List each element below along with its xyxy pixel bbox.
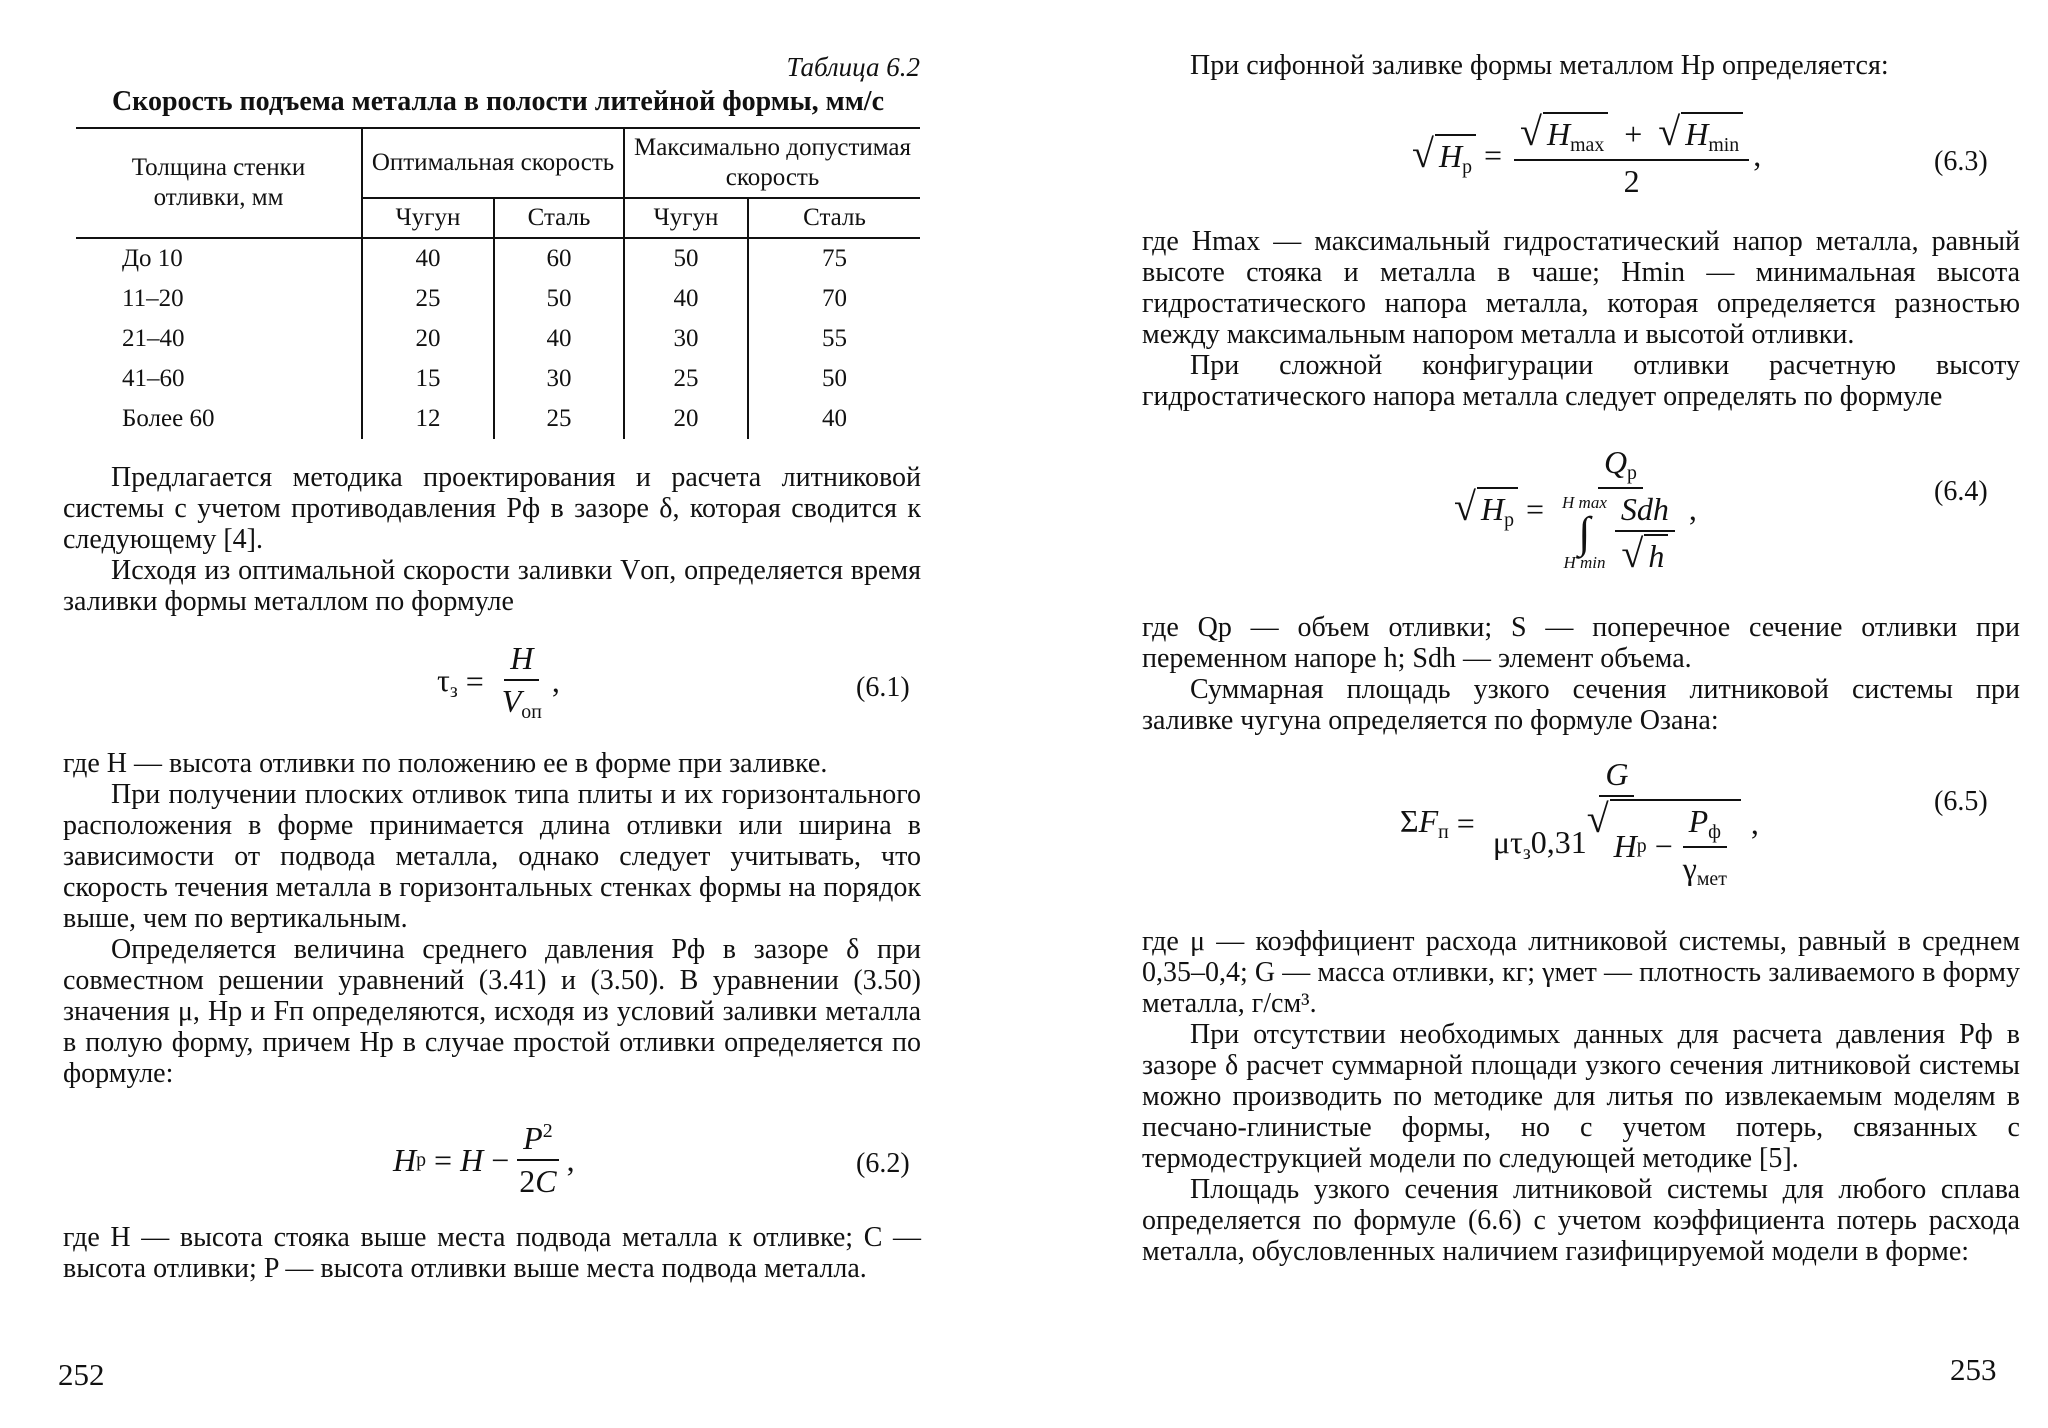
- paragraph: где μ — коэффициент расхода литниковой с…: [1142, 926, 2020, 1019]
- paragraph: Площадь узкого сечения литниковой систем…: [1142, 1174, 2020, 1267]
- equation-number: (6.2): [856, 1148, 910, 1179]
- left-text-block-2: где H — высота отливки по положению ее в…: [63, 748, 921, 1089]
- header-opt-iron: Чугун: [361, 197, 494, 239]
- paragraph: При сложной конфигурации отливки расчетн…: [1142, 350, 2020, 412]
- right-text-block-2: где Hmax — максимальный гидростатический…: [1142, 226, 2020, 412]
- header-optimal: Оптимальная скорость: [361, 127, 624, 198]
- equation-number: (6.4): [1934, 476, 1988, 507]
- header-thickness: Толщина стенки отливки, мм: [76, 127, 362, 239]
- paragraph: Суммарная площадь узкого сечения литнико…: [1142, 674, 2020, 736]
- right-text-block-3: где Qр — объем отливки; S — поперечное с…: [1142, 612, 2020, 736]
- table-row: До 10 40 60 50 75: [76, 238, 920, 279]
- table-row: 41–60 15 30 25 50: [76, 359, 920, 399]
- right-text-block-4: где μ — коэффициент расхода литниковой с…: [1142, 926, 2020, 1267]
- paragraph: При отсутствии необходимых данных для ра…: [1142, 1019, 2020, 1174]
- paragraph: где H — высота стояка выше места подвода…: [63, 1222, 921, 1284]
- equation-number: (6.1): [856, 672, 910, 703]
- paragraph: где Hmax — максимальный гидростатический…: [1142, 226, 2020, 350]
- right-text-block-1: При сифонной заливке формы металлом Hр о…: [1142, 50, 2020, 81]
- paragraph: При получении плоских отливок типа плиты…: [63, 779, 921, 934]
- equation-number: (6.5): [1934, 786, 1988, 817]
- table-row: Более 60 12 25 20 40: [76, 399, 920, 439]
- header-opt-steel: Сталь: [493, 197, 624, 239]
- header-max-iron: Чугун: [623, 197, 748, 239]
- header-max-steel: Сталь: [747, 197, 920, 239]
- left-text-block-1: Предлагается методика проектирования и р…: [63, 462, 921, 617]
- header-max: Максимально допустимая скорость: [623, 127, 920, 198]
- paragraph: где Qр — объем отливки; S — поперечное с…: [1142, 612, 2020, 674]
- right-page: При сифонной заливке формы металлом Hр о…: [1024, 0, 2048, 1428]
- formula-6-3: √Hр = √Hmax + √Hmin 2 ,: [1412, 109, 1762, 199]
- left-text-block-3: где H — высота стояка выше места подвода…: [63, 1222, 921, 1284]
- paragraph: Исходя из оптимальной скорости заливки V…: [63, 555, 921, 617]
- equation-number: (6.3): [1934, 146, 1988, 177]
- table-row: 21–40 20 40 30 55: [76, 319, 920, 359]
- left-page: Таблица 6.2 Скорость подъема металла в п…: [58, 52, 921, 1392]
- paragraph: При сифонной заливке формы металлом Hр о…: [1190, 50, 1889, 81]
- page-number: 253: [1950, 1352, 1997, 1387]
- table-caption: Таблица 6.2: [786, 52, 920, 82]
- speed-table: Толщина стенки отливки, мм Оптимальная с…: [76, 127, 920, 439]
- paragraph: где H — высота отливки по положению ее в…: [63, 748, 828, 779]
- table-row: 11–20 25 50 40 70: [76, 279, 920, 319]
- paragraph: Предлагается методика проектирования и р…: [63, 462, 921, 555]
- formula-6-4: √Hр = Qp H max∫H min Sdh√h ,: [1454, 444, 1697, 576]
- table-title: Скорость подъема металла в полости литей…: [111, 86, 885, 117]
- paragraph: Определяется величина среднего давления …: [63, 934, 921, 1089]
- page-number: 252: [58, 1357, 105, 1392]
